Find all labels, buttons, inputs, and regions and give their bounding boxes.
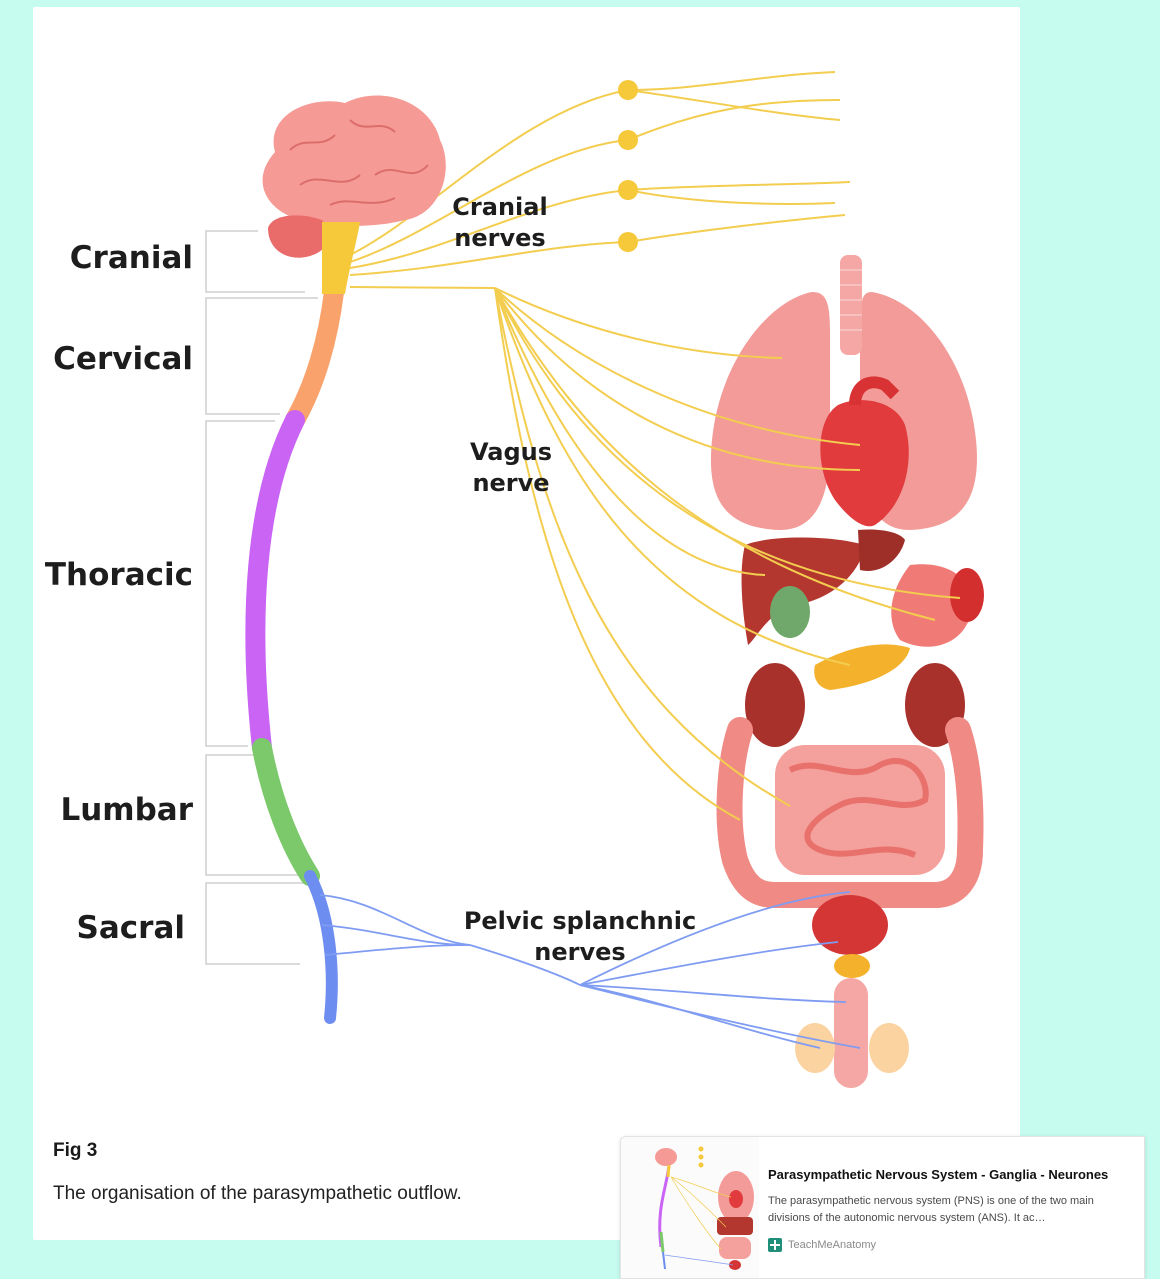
cord-cervical [295,292,334,420]
left-lung [711,292,830,530]
vagus-nerve-label-line1: Vagus [450,437,572,468]
pterygopalatine-ganglion [618,130,638,150]
cord-lumbar [262,748,310,876]
pancreas [814,644,910,690]
cranial-nerves-label-line2: nerves [430,223,570,254]
submandibular-ganglion [618,180,638,200]
ciliary-ganglion [618,80,638,100]
pelvic-nerves-label: Pelvic splanchnic nerves [452,906,708,968]
thumbnail-diagram [621,1137,759,1278]
cerebellum [268,215,328,257]
region-label-cervical: Cervical [3,341,193,377]
region-label-sacral: Sacral [0,910,185,946]
link-preview-thumbnail [621,1137,759,1278]
cord-thoracic [255,420,295,748]
vagus-nerve-label: Vagus nerve [450,437,572,499]
link-preview-source-name: TeachMeAnatomy [788,1239,876,1251]
link-preview-card[interactable]: Parasympathetic Nervous System - Ganglia… [620,1136,1145,1279]
cranial-ganglia [618,80,638,252]
left-testis [795,1023,835,1073]
bracket-sacral [206,883,318,964]
brainstem [322,222,360,294]
gallbladder [770,586,810,638]
prostate [834,954,870,978]
pelvic-nerves-label-line2: nerves [452,937,708,968]
link-preview-title[interactable]: Parasympathetic Nervous System - Ganglia… [768,1167,1108,1182]
link-preview-description: The parasympathetic nervous system (PNS)… [768,1193,1133,1227]
spinal-cord [255,227,338,876]
cranial-nerves-label-line1: Cranial [430,192,570,223]
figure-number: Fig 3 [53,1140,97,1162]
left-kidney [745,663,805,747]
cord-sacral [310,876,332,1018]
cranial-nerves-label: Cranial nerves [430,192,570,254]
region-label-cranial: Cranial [3,240,193,276]
teachmeanatomy-favicon-icon [768,1238,782,1252]
penis [834,978,868,1088]
region-label-lumbar: Lumbar [3,792,193,828]
bladder [812,895,888,955]
brain [263,95,446,226]
liver-right [858,529,905,570]
right-testis [869,1023,909,1073]
otic-ganglion [618,232,638,252]
pelvic-nerves-label-line1: Pelvic splanchnic [452,906,708,937]
link-preview-source: TeachMeAnatomy [768,1238,876,1252]
region-label-thoracic: Thoracic [3,557,193,593]
vagus-nerve-label-line2: nerve [450,468,572,499]
figure-caption: The organisation of the parasympathetic … [53,1183,462,1205]
spleen [950,568,984,622]
